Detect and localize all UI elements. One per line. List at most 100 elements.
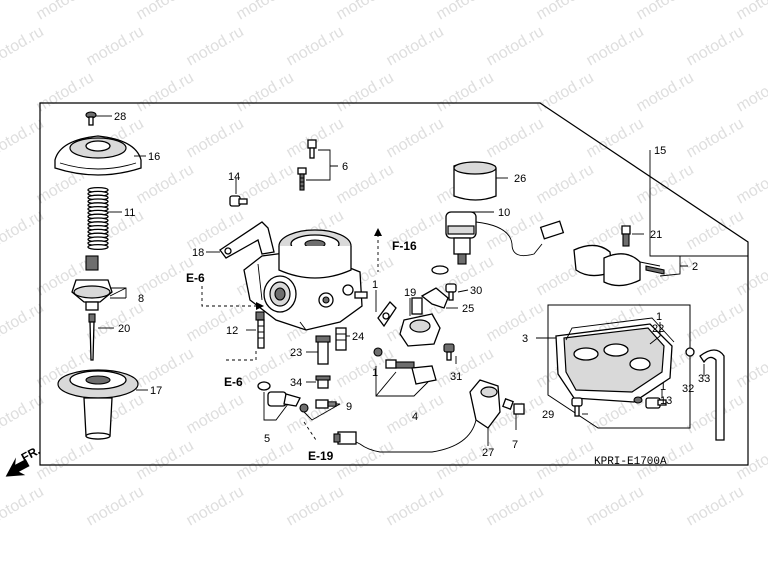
watermark-text: motod.ru xyxy=(184,391,247,437)
watermark-text: motod.ru xyxy=(434,437,497,483)
watermark-text: motod.ru xyxy=(34,0,97,23)
slow-jet-24 xyxy=(336,328,346,350)
callout-5: 5 xyxy=(264,433,270,445)
callout-9: 9 xyxy=(346,401,352,413)
callout-22: 22 xyxy=(652,323,664,335)
callout-6: 6 xyxy=(342,161,348,173)
watermark-text: motod.ru xyxy=(734,161,768,207)
watermark-text: motod.ru xyxy=(684,115,747,161)
ref-e6-upper: E-6 xyxy=(186,271,205,285)
watermark-text: motod.ru xyxy=(534,69,597,115)
watermark-text: motod.ru xyxy=(684,207,747,253)
watermark-text: motod.ru xyxy=(684,23,747,69)
watermark-text: motod.ru xyxy=(134,437,197,483)
callout-18: 18 xyxy=(192,247,204,259)
callout-10: 10 xyxy=(498,207,510,219)
callout-30: 30 xyxy=(470,285,482,297)
callout-12: 12 xyxy=(226,325,238,337)
watermark-text: motod.ru xyxy=(484,115,547,161)
top-cover-16 xyxy=(55,136,141,175)
callout-28: 28 xyxy=(114,111,126,123)
watermark-text: motod.ru xyxy=(634,161,697,207)
callout-15: 15 xyxy=(654,145,666,157)
watermark-text: motod.ru xyxy=(284,23,347,69)
diagram-code: KPRI-E1700A xyxy=(594,456,667,468)
watermark-text: motod.ru xyxy=(134,69,197,115)
watermark-text: motod.ru xyxy=(634,69,697,115)
watermark-text: motod.ru xyxy=(134,161,197,207)
watermark-text: motod.ru xyxy=(634,0,697,23)
spring-11 xyxy=(88,188,108,250)
watermark-text: motod.ru xyxy=(384,115,447,161)
callout-27: 27 xyxy=(482,447,494,459)
watermark-text: motod.ru xyxy=(434,69,497,115)
watermark-text: motod.ru xyxy=(534,437,597,483)
callout-7: 7 xyxy=(512,439,518,451)
watermark-text: motod.ru xyxy=(184,483,247,529)
main-jet-34 xyxy=(316,376,330,388)
watermark-text: motod.ru xyxy=(284,115,347,161)
callout-29: 29 xyxy=(542,409,554,421)
choke-cover-26 xyxy=(454,162,496,200)
watermark-text: motod.ru xyxy=(684,299,747,345)
callout-11: 11 xyxy=(124,207,135,219)
callout-21: 21 xyxy=(650,229,662,241)
watermark-text: motod.ru xyxy=(684,483,747,529)
ref-e19: E-19 xyxy=(308,449,334,463)
callout-33: 33 xyxy=(698,373,710,385)
watermark-text: motod.ru xyxy=(84,483,147,529)
watermark-text: motod.ru xyxy=(334,69,397,115)
watermark-text: motod.ru xyxy=(534,0,597,23)
watermark-text: motod.ru xyxy=(734,345,768,391)
watermark-text: motod.ru xyxy=(434,0,497,23)
watermark-text: motod.ru xyxy=(134,0,197,23)
watermark-text: motod.ru xyxy=(484,207,547,253)
idle-screw-12 xyxy=(256,312,264,348)
callout-1-drain: 1 xyxy=(660,381,666,393)
callout-8: 8 xyxy=(138,293,144,305)
watermark-text: motod.ru xyxy=(484,483,547,529)
watermark-text: motod.ru xyxy=(84,23,147,69)
callout-31: 31 xyxy=(450,371,462,383)
watermark-text: motod.ru xyxy=(134,345,197,391)
watermark-text: motod.ru xyxy=(234,0,297,23)
callout-14: 14 xyxy=(228,171,240,183)
watermark-text: motod.ru xyxy=(584,23,647,69)
watermark-text: motod.ru xyxy=(184,115,247,161)
ref-f16: F-16 xyxy=(392,239,417,253)
watermark-text: motod.ru xyxy=(734,437,768,483)
screw-31 xyxy=(444,344,454,360)
callout-23: 23 xyxy=(290,347,302,359)
watermark-text: motod.ru xyxy=(484,23,547,69)
watermark-text: motod.ru xyxy=(234,69,297,115)
callout-3: 3 xyxy=(522,333,528,345)
callout-13: 13 xyxy=(660,395,672,407)
callout-26: 26 xyxy=(514,173,526,185)
watermark-text: motod.ru xyxy=(384,483,447,529)
watermark-text: motod.ru xyxy=(384,23,447,69)
bolt-21 xyxy=(622,226,630,246)
callout-24: 24 xyxy=(352,331,364,343)
front-direction-arrow: FR. xyxy=(0,443,42,483)
watermark-text: motod.ru xyxy=(534,161,597,207)
watermark-text: motod.ru xyxy=(184,23,247,69)
callout-16: 16 xyxy=(148,151,160,163)
watermark-text: motod.ru xyxy=(584,483,647,529)
callout-1-left: 1 xyxy=(372,367,378,379)
callout-2: 2 xyxy=(692,261,698,273)
watermark-text: motod.ru xyxy=(684,391,747,437)
screw-29 xyxy=(572,398,582,416)
watermark-text: motod.ru xyxy=(734,69,768,115)
watermark-text: motod.ru xyxy=(334,0,397,23)
watermark-text: motod.ru xyxy=(0,23,47,69)
watermark-text: motod.ru xyxy=(734,253,768,299)
callout-32: 32 xyxy=(682,383,694,395)
callout-1-chamber: 1 xyxy=(656,311,662,323)
callout-4: 4 xyxy=(412,411,418,423)
watermark-text: motod.ru xyxy=(284,483,347,529)
watermark-text: motod.ru xyxy=(734,0,768,23)
watermark-text: motod.ru xyxy=(484,299,547,345)
callout-19: 19 xyxy=(404,287,416,299)
